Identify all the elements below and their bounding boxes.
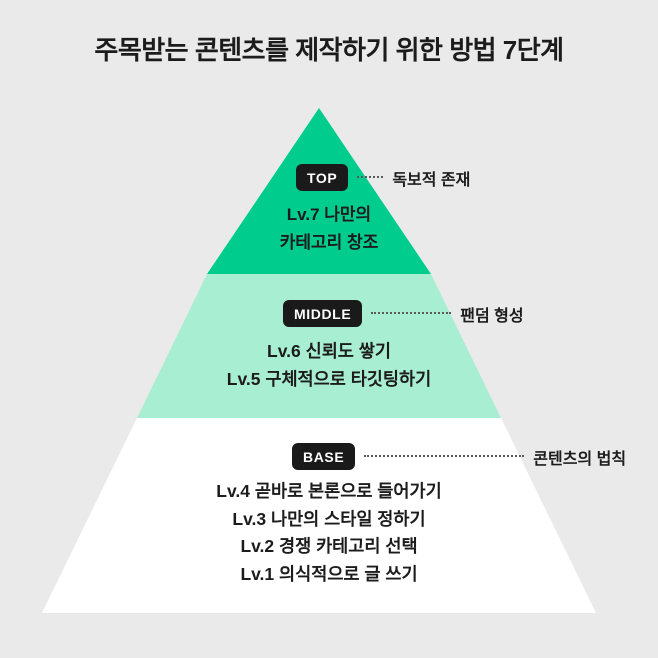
callout-base: BASE 콘텐츠의 법칙 bbox=[292, 443, 626, 470]
level-line: Lv.3 나만의 스타일 정하기 bbox=[232, 508, 426, 529]
level-line: Lv.7 나만의 bbox=[286, 205, 372, 224]
tier-text-middle: Lv.6 신뢰도 쌓기 Lv.5 구체적으로 타깃팅하기 bbox=[0, 337, 658, 393]
level-line: Lv.4 곧바로 본론으로 들어가기 bbox=[216, 481, 442, 501]
level-line: Lv.1 의식적으로 글 쓰기 bbox=[240, 563, 418, 584]
callout-label-top: 독보적 존재 bbox=[392, 171, 471, 189]
level-line: Lv.5 구체적으로 타깃팅하기 bbox=[226, 369, 432, 389]
level-line: 카테고리 창조 bbox=[279, 233, 379, 252]
leader-line-top bbox=[357, 176, 384, 179]
page-title: 주목받는 콘텐츠를 제작하기 위한 방법 7단계 bbox=[94, 35, 564, 65]
callout-label-middle: 팬덤 형성 bbox=[460, 307, 524, 325]
pyramid-tier-top bbox=[207, 108, 431, 274]
tier-text-base: Lv.4 곧바로 본론으로 들어가기 Lv.3 나만의 스타일 정하기 Lv.2… bbox=[0, 478, 658, 588]
leader-line-middle bbox=[371, 312, 452, 315]
badge-middle: MIDDLE bbox=[283, 300, 363, 327]
pyramid-tier-base bbox=[42, 418, 596, 613]
badge-base: BASE bbox=[292, 443, 356, 470]
tier-text-top: Lv.7 나만의 카테고리 창조 bbox=[0, 201, 658, 257]
pyramid-tier-middle bbox=[137, 274, 501, 418]
callout-middle: MIDDLE 팬덤 형성 bbox=[283, 300, 524, 327]
leader-line-base bbox=[364, 455, 525, 458]
callout-label-base: 콘텐츠의 법칙 bbox=[533, 450, 627, 468]
level-line: Lv.2 경쟁 카테고리 선택 bbox=[240, 536, 418, 556]
callout-top: TOP 독보적 존재 bbox=[296, 164, 470, 191]
badge-top: TOP bbox=[296, 164, 349, 191]
level-line: Lv.6 신뢰도 쌓기 bbox=[267, 341, 391, 361]
